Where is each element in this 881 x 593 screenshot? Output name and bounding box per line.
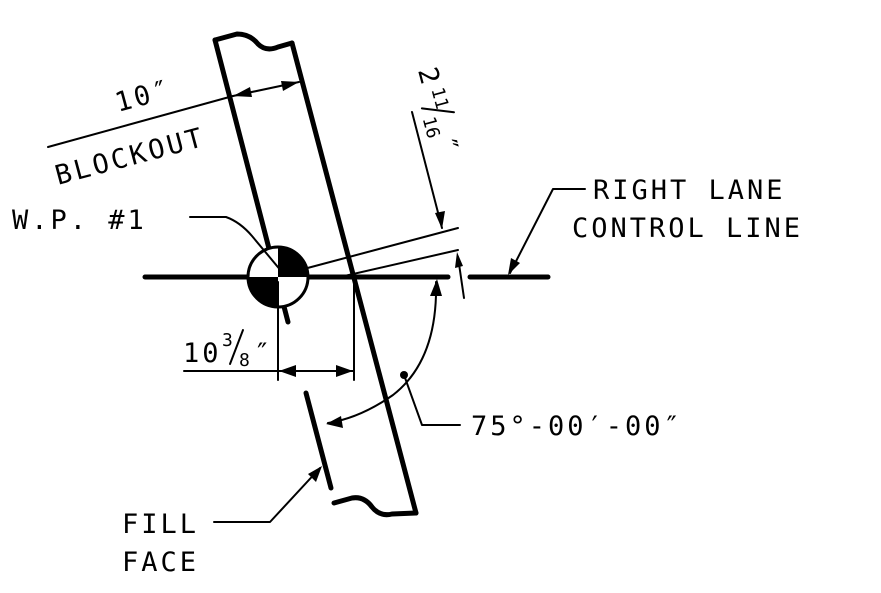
wp-label: W.P. #1 — [12, 205, 147, 236]
wall-top-break — [212, 31, 295, 52]
angle-label: 75°-00′-00″ — [471, 411, 683, 442]
control-line-label-2: CONTROL LINE — [572, 213, 803, 244]
blockout-arrow-right — [281, 81, 299, 91]
dist-whole: 10 — [183, 338, 222, 369]
work-point-symbol — [246, 245, 310, 309]
offset-arrow-bottom — [455, 252, 463, 268]
offset-leader — [411, 111, 443, 229]
blockout-leader — [47, 95, 234, 148]
blockout-label: BLOCKOUT — [52, 122, 209, 192]
dist-num: 3 — [222, 330, 233, 351]
offset-den: 16 — [418, 114, 444, 140]
fill-face-label-1: FILL — [122, 509, 199, 540]
fill-face-line — [303, 390, 334, 491]
control-line-label-1: RIGHT LANE — [593, 175, 786, 206]
blockout-dim-label: 10″ — [112, 74, 176, 119]
angle-arrow-top — [430, 279, 442, 296]
wall-bottom-break — [331, 495, 419, 518]
offset-arrow-top — [435, 211, 445, 229]
offset-num: 11 — [426, 85, 452, 111]
offset-ext-upper — [299, 227, 459, 271]
dist-unit: ″ — [254, 338, 273, 369]
control-line-arrow — [508, 258, 520, 275]
fill-face-leader — [213, 467, 321, 523]
angle-arc — [327, 281, 438, 424]
wall-front-face — [289, 40, 419, 516]
dist-arrow-left — [279, 365, 296, 377]
fill-face-arrow — [308, 466, 322, 482]
angle-arrow-bottom — [326, 416, 343, 428]
control-line-leader — [509, 188, 586, 274]
offset-label-group: 2 11 16 ″ — [411, 64, 465, 160]
offset-ext-lower — [339, 249, 459, 278]
blockout-arrow-left — [233, 87, 252, 97]
offset-frac-bar — [420, 107, 455, 114]
fill-face-label-2: FACE — [122, 547, 199, 578]
dist-den: 8 — [239, 350, 250, 371]
dist-arrow-right — [336, 365, 353, 377]
dist-frac-bar — [229, 329, 244, 365]
wp-leader — [189, 216, 283, 273]
angle-leader — [403, 374, 461, 426]
